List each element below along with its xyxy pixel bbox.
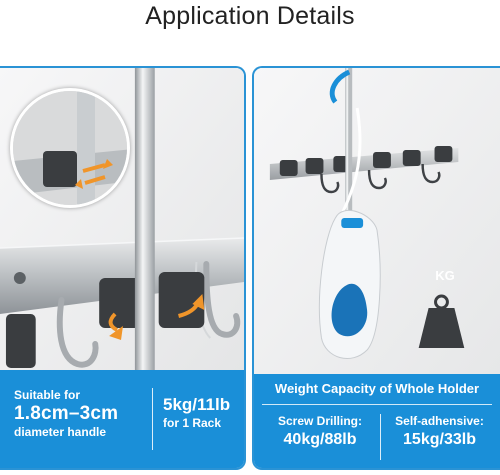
page-title: Application Details: [145, 2, 355, 30]
screw-drilling-spec: Screw Drilling: 40kg/88lb: [264, 414, 376, 451]
left-detail-panel: Suitable for 1.8cm–3cm diameter handle 5…: [0, 66, 246, 470]
footer-divider: [262, 404, 492, 405]
handle-diameter-value: 1.8cm–3cm: [14, 403, 119, 424]
handle-size-spec: Suitable for 1.8cm–3cm diameter handle: [14, 388, 144, 440]
right-spec-footer: Weight Capacity of Whole Holder Screw Dr…: [254, 374, 500, 468]
self-adhesive-spec: Self-adhensive: 15kg/33lb: [380, 414, 498, 460]
left-spec-footer: Suitable for 1.8cm–3cm diameter handle 5…: [0, 370, 244, 468]
suitable-label: Suitable for: [14, 388, 81, 402]
right-detail-panel: KG Weight Capacity of Whole Holder Screw…: [252, 66, 500, 470]
kg-weight-icon: KG: [435, 268, 455, 283]
weight-capacity-heading: Weight Capacity of Whole Holder: [274, 381, 480, 396]
screw-drilling-value: 40kg/88lb: [283, 431, 357, 448]
self-adhesive-value: 15kg/33lb: [403, 431, 476, 448]
rack-capacity-value: 5kg/11lb: [163, 395, 231, 414]
zoomed-clip-inset: [10, 88, 130, 208]
steam-mop-on-rack-photo: [254, 68, 500, 378]
self-adhesive-label: Self-adhensive:: [395, 414, 484, 428]
diameter-handle-label: diameter handle: [14, 425, 107, 439]
screw-drilling-label: Screw Drilling:: [277, 414, 363, 428]
rack-capacity-spec: 5kg/11lb for 1 Rack: [152, 388, 244, 450]
rack-capacity-unit: for 1 Rack: [163, 416, 222, 430]
